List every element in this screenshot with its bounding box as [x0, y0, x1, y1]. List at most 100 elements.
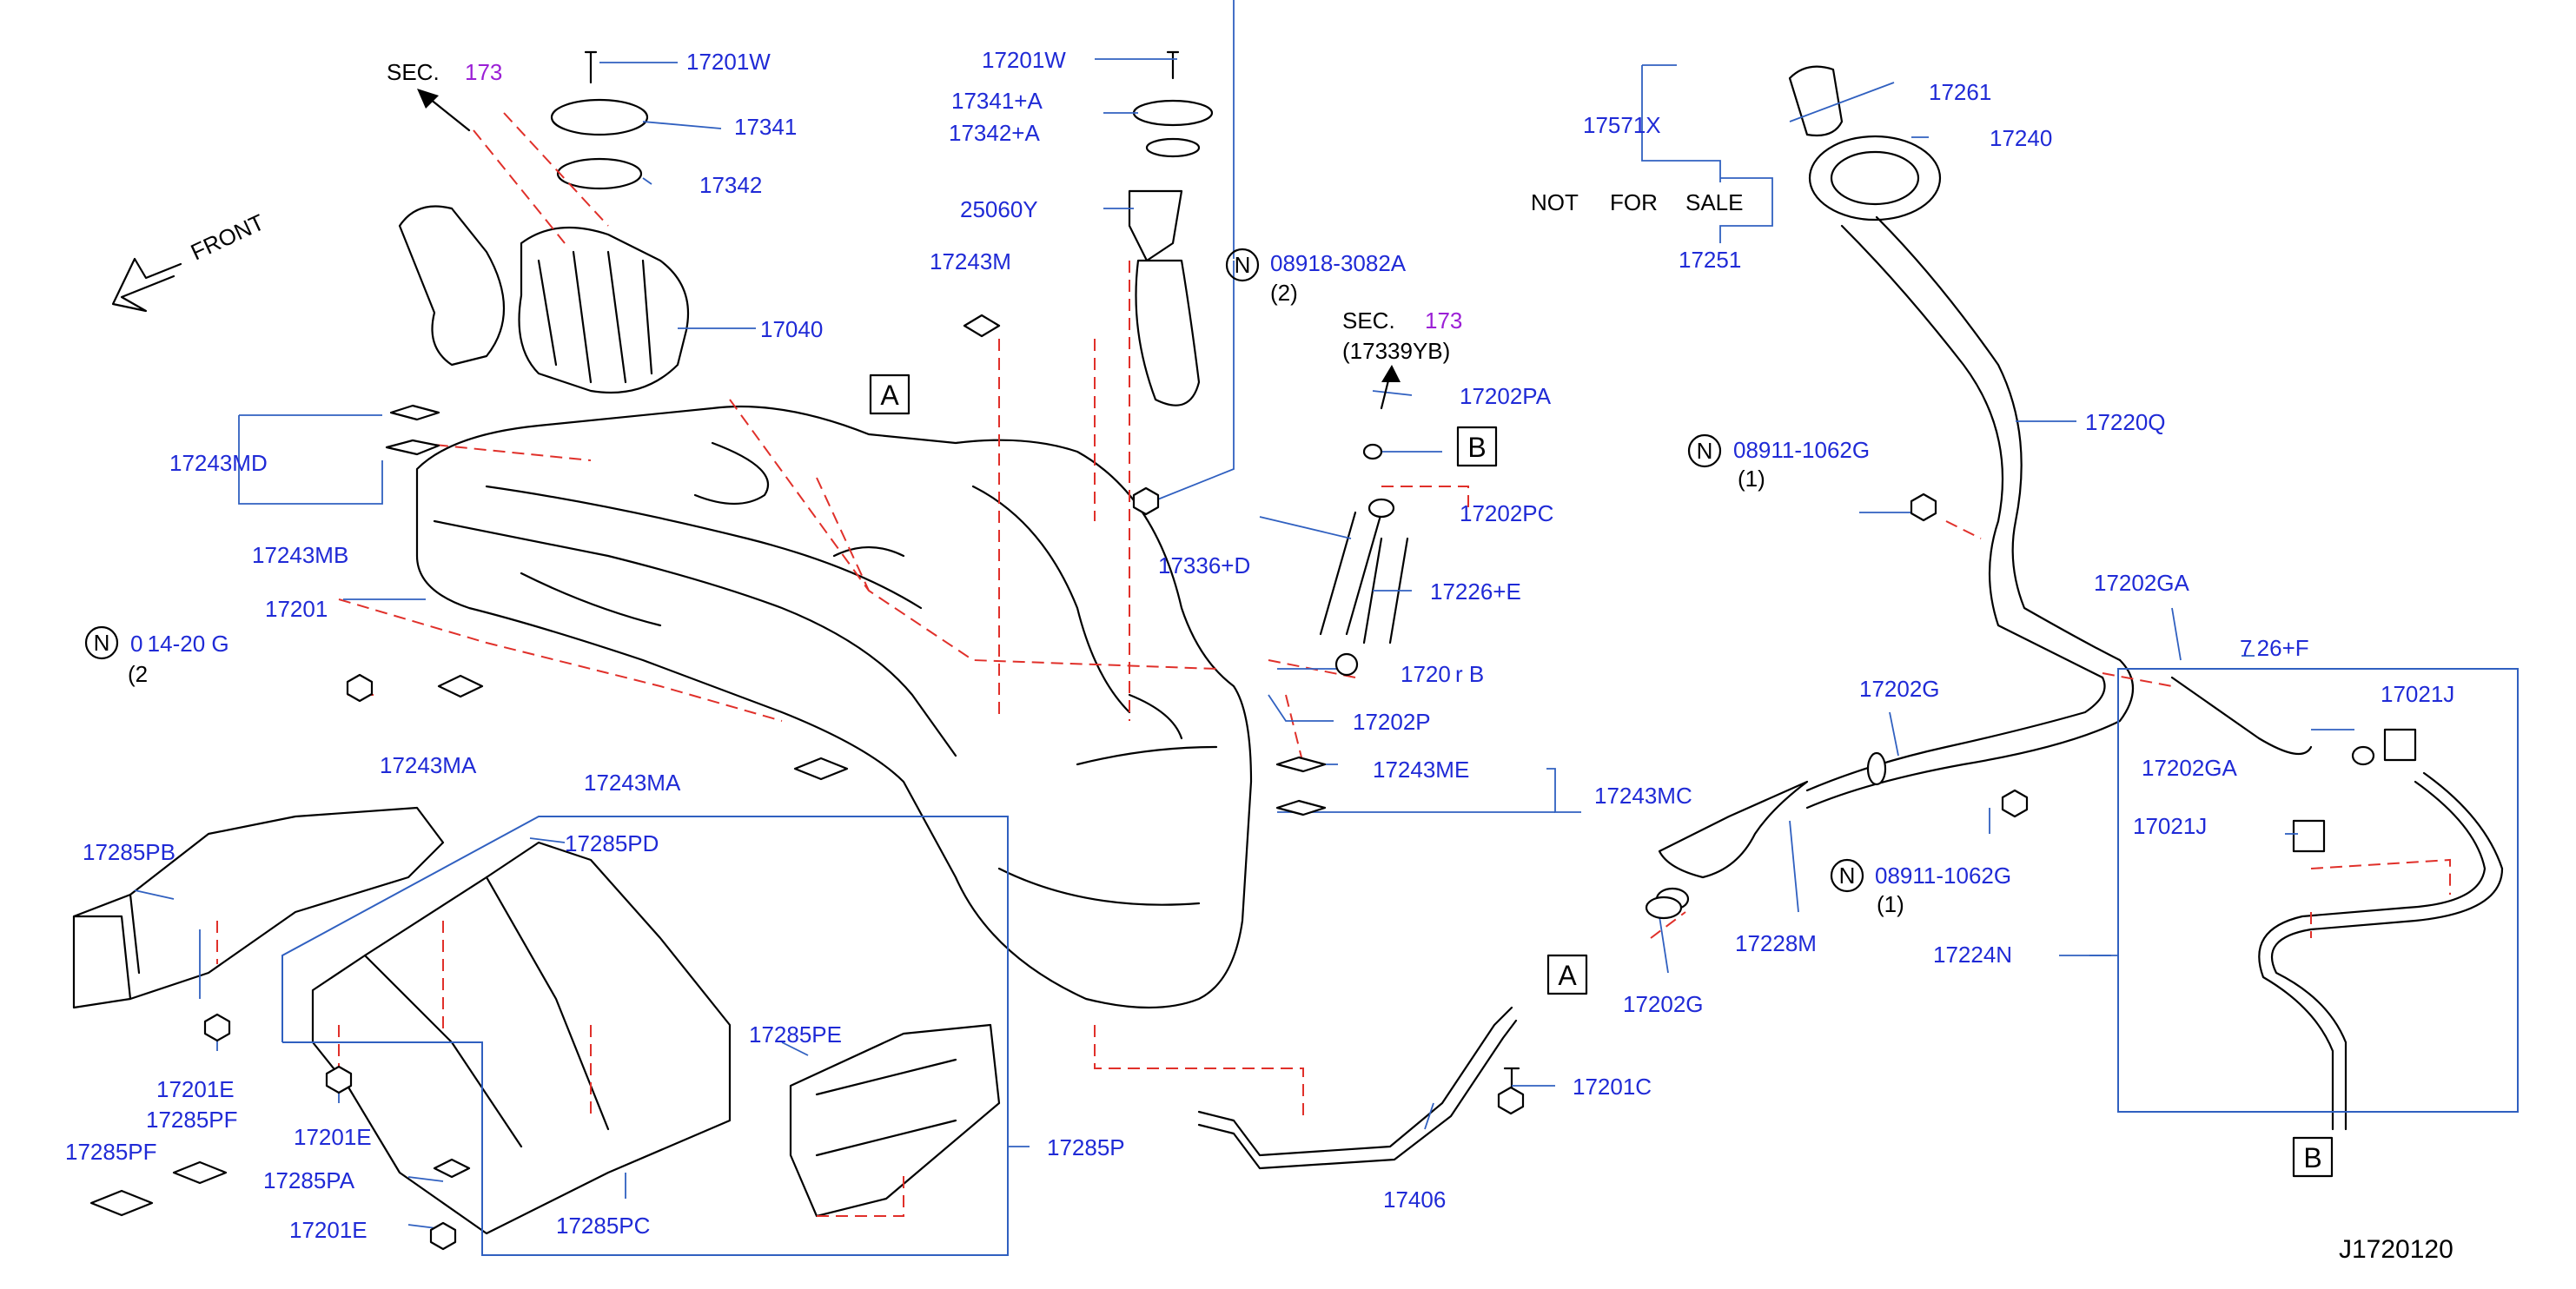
section-ref-sub: (17339YB) — [1342, 338, 1450, 364]
fuel-tank-drawing — [415, 405, 1253, 1009]
note-symbol: N — [1235, 252, 1251, 278]
fasteners — [89, 314, 2375, 1251]
clip-icon — [1334, 652, 1359, 677]
part-label: 17341 — [734, 114, 797, 140]
part-label: 17336+D — [1158, 552, 1250, 578]
heat-insulators-drawing — [72, 806, 1001, 1235]
part-label: 17243ME — [1373, 757, 1469, 783]
part-label: 17021J — [2133, 813, 2207, 839]
section-ref-number: 173 — [465, 59, 502, 85]
pad-icon — [793, 757, 849, 781]
pad-icon — [172, 1160, 228, 1185]
note-markers: N N N N — [84, 248, 1864, 893]
part-label: 1720 r B — [1401, 661, 1484, 687]
section-ref-number: 173 — [1425, 307, 1462, 334]
part-label: 17240 — [1990, 125, 2052, 151]
part-label: 17226+E — [1430, 578, 1521, 605]
part-label: 7 26+F — [2240, 635, 2309, 661]
nut-icon — [1910, 492, 1937, 522]
pad-icon — [963, 314, 1001, 338]
pad-icon — [433, 1158, 471, 1179]
part-label: 17285PB — [83, 839, 175, 865]
clip-icon — [1362, 443, 1383, 460]
section-arrow-icon — [424, 94, 471, 132]
part-label: 17201W — [686, 49, 771, 75]
note-code: 0 14​-​20​ G — [130, 631, 229, 657]
note-qty: (1) — [1877, 891, 1904, 917]
part-label: 17224N — [1933, 942, 2012, 968]
part-label: 25060Y — [960, 196, 1038, 222]
part-label: 17285PF — [65, 1139, 157, 1165]
part-label: 17285PD — [565, 830, 659, 856]
leader-lines — [134, 0, 2519, 1256]
front-label: FRONT — [187, 208, 268, 265]
note-symbol: N — [94, 630, 110, 656]
part-label: 17021J — [2381, 681, 2454, 707]
note-symbol: N — [1697, 438, 1713, 464]
tank-band-drawing — [1197, 1006, 1520, 1170]
part-label: 17243M — [930, 248, 1011, 274]
ref-b-label: B — [1467, 432, 1486, 463]
section-ref-prefix: SEC. — [1342, 307, 1395, 334]
pad-icon — [385, 439, 440, 456]
notice-sale: SALE — [1685, 189, 1744, 215]
note-qty: (2) — [1270, 280, 1298, 306]
part-label: 17243MA — [584, 770, 681, 796]
nut-icon — [2001, 789, 2029, 818]
note-code: 08918-3082A — [1270, 250, 1407, 276]
part-label: 17285PE — [749, 1021, 842, 1048]
part-label: 17220Q — [2085, 409, 2166, 435]
ref-b-label: B — [2303, 1142, 2321, 1173]
part-label: 17202PC — [1460, 500, 1553, 526]
arrowhead-icon — [417, 89, 439, 109]
pad-icon — [437, 674, 484, 698]
note-code: 08911-1062G — [1875, 863, 2011, 889]
part-label: 17342 — [699, 172, 762, 198]
notice-for: FOR — [1610, 189, 1658, 215]
part-label: 17202PA — [1460, 383, 1552, 409]
note-qty: (2 — [128, 661, 148, 687]
bolt-icon — [1497, 1086, 1525, 1115]
front-arrow-icon — [111, 257, 182, 313]
section-ref-prefix: SEC. — [387, 59, 440, 85]
part-label: 17243MC — [1594, 783, 1692, 809]
part-label: 17201W — [982, 47, 1066, 73]
pad-icon — [1275, 799, 1327, 816]
fuel-pump-module-drawing — [398, 50, 690, 394]
part-label: 17201C — [1573, 1074, 1652, 1100]
part-label: 17243MD — [169, 450, 268, 476]
part-label: 17571X — [1583, 112, 1661, 138]
part-label: 17261 — [1929, 79, 1991, 105]
part-label: 17342+A — [949, 120, 1040, 146]
part-label: 17201E — [294, 1124, 372, 1150]
part-label: 17202GA — [2094, 570, 2190, 596]
heat-shield-group-box — [281, 816, 1009, 1256]
part-label: 17201E — [289, 1217, 368, 1243]
part-label: 17228M — [1735, 930, 1817, 956]
part-label: 17251 — [1679, 247, 1741, 273]
part-label: 17202GA — [2142, 755, 2238, 781]
part-label: 17243MB — [252, 542, 348, 568]
part-label: 17341+A — [951, 88, 1043, 114]
sender-unit-drawing — [1128, 50, 1214, 407]
breather-group-box — [2117, 668, 2519, 1113]
pad-icon — [89, 1189, 154, 1217]
part-label: 17201 — [265, 596, 328, 622]
part-label: 17285PC — [556, 1213, 650, 1239]
diagram-id: J1720120 — [2339, 1235, 2453, 1264]
reference-markers: A B A B — [869, 373, 2334, 1178]
nut-icon — [346, 673, 374, 703]
arrowhead-icon — [1381, 365, 1401, 382]
note-code: 08911-1062G — [1733, 437, 1870, 463]
part-label: 17202G — [1859, 676, 1940, 702]
clamp-icon — [1866, 751, 1887, 786]
direction-arrows — [111, 89, 1401, 410]
clamp-icon — [2351, 745, 2375, 766]
nut-icon — [203, 1013, 231, 1042]
part-label: 17285PF — [146, 1107, 238, 1133]
part-label: 17202P — [1353, 709, 1431, 735]
notice-not: NOT — [1531, 189, 1579, 215]
part-label: 17201E — [156, 1076, 235, 1102]
part-label: 17285PA — [263, 1167, 355, 1193]
clamp-icon — [1645, 896, 1683, 920]
